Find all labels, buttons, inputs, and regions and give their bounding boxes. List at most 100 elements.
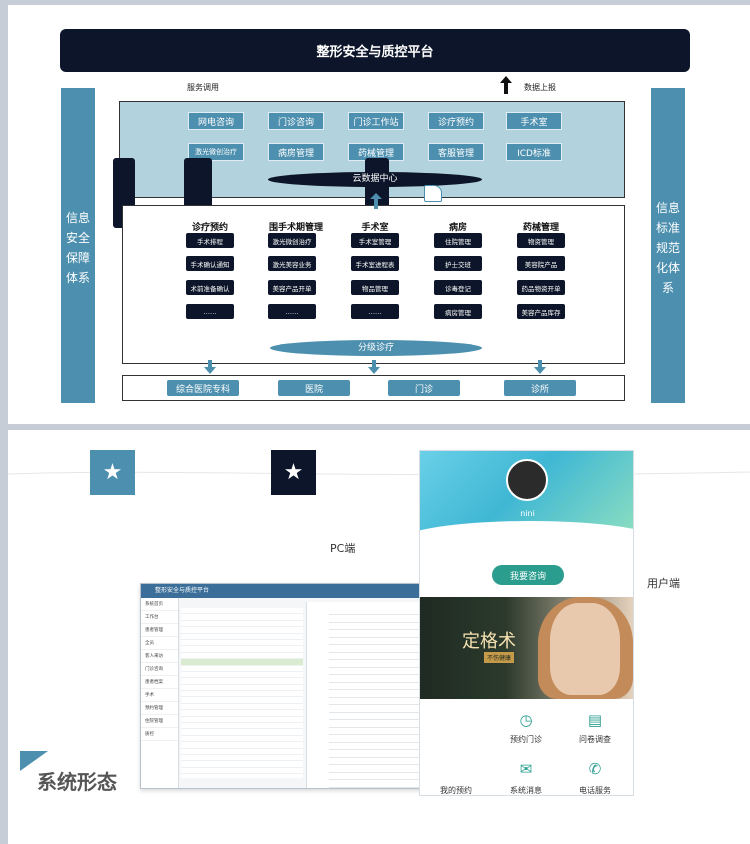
module-item: 美容产品库存 [517, 304, 565, 319]
system-form-title: 系统形态 [37, 770, 117, 794]
phone-icon: ✆ [588, 760, 602, 778]
form-field[interactable] [329, 644, 419, 645]
form-field[interactable] [329, 651, 419, 653]
form-field[interactable] [329, 629, 419, 630]
module-head: 药械管理 [522, 223, 559, 233]
document-shape [424, 185, 442, 202]
star-icon: ★ [271, 450, 316, 495]
left-col-line: 安全 [65, 231, 90, 245]
module-item: 物资管理 [517, 233, 565, 248]
module-head: 手术室 [361, 223, 389, 233]
table-row[interactable] [181, 672, 303, 679]
table-row[interactable] [181, 634, 303, 640]
promo-banner[interactable]: 定格术 不伤健康 [420, 597, 633, 699]
form-field[interactable] [329, 741, 484, 743]
form-field[interactable] [329, 674, 419, 675]
table-row[interactable] [181, 608, 303, 615]
pc-sidebar-item[interactable]: 质控 [141, 728, 178, 741]
service-box: 客服管理 [428, 143, 484, 161]
pc-sidebar-item[interactable]: 患者档案 [141, 676, 178, 689]
table-row[interactable] [181, 736, 303, 743]
menu-item-label[interactable]: 预约门诊 [510, 735, 542, 744]
table-row[interactable] [181, 621, 303, 628]
module-item: 激光微创治疗 [268, 233, 316, 248]
user-label: 用户端 [647, 577, 680, 590]
module-item: 药品物资开单 [517, 280, 565, 295]
table-row[interactable] [181, 755, 303, 762]
table-row[interactable] [181, 666, 303, 672]
form-field[interactable] [329, 771, 484, 773]
menu-item-label[interactable]: 系统消息 [510, 786, 542, 795]
pc-sidebar-item[interactable]: 工作台 [141, 611, 178, 624]
form-field[interactable] [329, 621, 419, 623]
table-row[interactable] [181, 678, 303, 685]
table-row[interactable] [181, 742, 303, 749]
table-row[interactable] [181, 697, 303, 704]
table-row[interactable] [181, 749, 303, 755]
down-arrow-icon [204, 360, 216, 374]
form-field[interactable] [329, 719, 484, 720]
form-field[interactable] [329, 704, 484, 705]
table-row[interactable] [181, 691, 303, 698]
right-col-line: 信息 [655, 201, 680, 215]
table-row[interactable] [181, 685, 303, 692]
module-item: 诊毒登记 [434, 280, 482, 295]
form-field[interactable] [329, 681, 484, 683]
pc-sidebar-item[interactable]: 预约管理 [141, 702, 178, 715]
menu-item-label[interactable]: 我的预约 [440, 786, 472, 795]
form-field[interactable] [329, 666, 419, 668]
form-field[interactable] [329, 659, 419, 660]
form-field[interactable] [329, 756, 484, 758]
table-row[interactable] [181, 653, 303, 660]
user-name: nini [520, 509, 535, 518]
pc-sidebar-item[interactable]: 客人来访 [141, 650, 178, 663]
pc-sidebar-item[interactable]: 手术 [141, 689, 178, 702]
table-row[interactable] [181, 761, 303, 768]
form-field[interactable] [329, 711, 484, 713]
form-field[interactable] [329, 749, 484, 750]
banner-text: 定格术 [462, 631, 516, 652]
form-field[interactable] [329, 696, 484, 698]
form-field[interactable] [329, 764, 484, 765]
table-row[interactable] [181, 710, 303, 717]
platform-title: 整形安全与质控平台 [60, 29, 690, 72]
top-frame-border [0, 0, 750, 5]
table-row[interactable] [181, 614, 303, 621]
mobile-screenshot: nini 普通会员 137****5937 我要咨询 定格术 不伤健康 ◷ ▤ … [419, 450, 634, 796]
form-field[interactable] [329, 614, 419, 615]
star-icon: ★ [90, 450, 135, 495]
service-box: 手术室 [506, 112, 562, 130]
module-item: 美容产品开单 [268, 280, 316, 295]
table-row[interactable] [181, 704, 303, 711]
table-row[interactable] [181, 717, 303, 724]
table-row[interactable] [181, 729, 303, 736]
form-field[interactable] [329, 726, 484, 728]
form-field[interactable] [329, 734, 484, 735]
table-row[interactable] [181, 627, 303, 634]
left-col-line: 信息 [65, 211, 90, 225]
form-field[interactable] [329, 779, 484, 780]
table-row[interactable] [181, 646, 303, 653]
table-row[interactable] [181, 640, 303, 647]
service-call-label: 服务调用 [187, 83, 219, 92]
form-field[interactable] [329, 636, 419, 638]
form-field[interactable] [329, 786, 484, 788]
data-report-label: 数据上报 [524, 83, 556, 92]
up-arrow-icon [370, 193, 382, 209]
connector-tab [184, 158, 212, 208]
pc-sidebar-item[interactable]: 门诊咨询 [141, 663, 178, 676]
pc-sidebar-item[interactable]: 系统首页 [141, 598, 178, 611]
module-item: 激光美容业务 [268, 256, 316, 271]
table-row[interactable] [181, 723, 303, 730]
table-row[interactable] [181, 659, 303, 666]
consult-button[interactable]: 我要咨询 [492, 565, 564, 585]
menu-item-label[interactable]: 问卷调查 [579, 735, 611, 744]
form-field[interactable] [329, 689, 484, 690]
pc-sidebar-item[interactable]: 全员 [141, 637, 178, 650]
service-box: 网电咨询 [188, 112, 244, 130]
clock-icon: ◷ [519, 711, 533, 729]
pc-sidebar-item[interactable]: 住院管理 [141, 715, 178, 728]
menu-item-label[interactable]: 电话服务 [579, 786, 611, 795]
pc-sidebar-item[interactable]: 患者管理 [141, 624, 178, 637]
table-row[interactable] [181, 768, 303, 775]
